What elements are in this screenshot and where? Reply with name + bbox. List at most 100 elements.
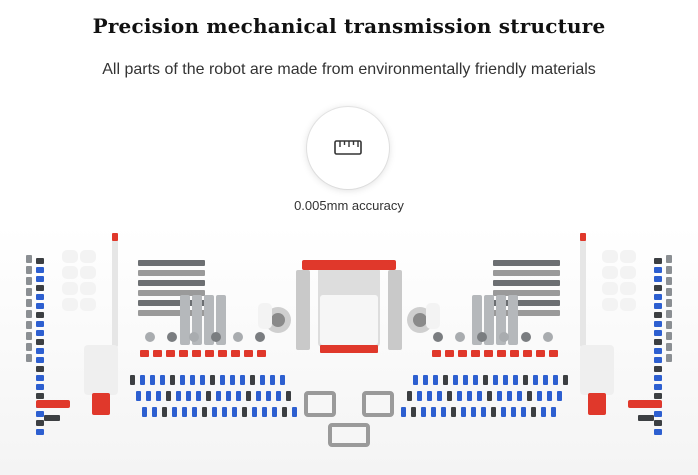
axle-pin bbox=[170, 375, 175, 385]
controller-base bbox=[320, 345, 378, 353]
connector-pin bbox=[666, 310, 672, 318]
red-connector bbox=[523, 350, 532, 357]
white-connector bbox=[80, 282, 96, 295]
connector-pin bbox=[666, 321, 672, 329]
white-connector bbox=[426, 303, 440, 329]
servo-unit bbox=[84, 345, 118, 395]
connector-pin bbox=[654, 384, 662, 390]
axle-pin bbox=[190, 375, 195, 385]
axle-pin bbox=[547, 391, 552, 401]
white-connector bbox=[602, 282, 618, 295]
connector-pin bbox=[654, 312, 662, 318]
connector-pin bbox=[26, 321, 32, 329]
axle-pin bbox=[146, 391, 151, 401]
axle-pin bbox=[553, 375, 558, 385]
foot-pin bbox=[44, 415, 60, 421]
axle-pin bbox=[431, 407, 436, 417]
connector-pin bbox=[36, 411, 44, 417]
axle-pin bbox=[152, 407, 157, 417]
connector-pin bbox=[654, 393, 662, 399]
axle-pin bbox=[533, 375, 538, 385]
white-connector bbox=[258, 303, 272, 329]
axle-pin bbox=[270, 375, 275, 385]
robot-parts-image bbox=[0, 225, 698, 475]
axle-pin bbox=[226, 391, 231, 401]
connector-pin bbox=[36, 375, 44, 381]
studded-beam bbox=[138, 260, 205, 266]
axle-pin bbox=[483, 375, 488, 385]
white-connector bbox=[62, 298, 78, 311]
axle-pin bbox=[531, 407, 536, 417]
gear bbox=[477, 332, 487, 342]
ruler-icon bbox=[334, 140, 362, 155]
gear bbox=[455, 332, 465, 342]
axle-pin bbox=[230, 375, 235, 385]
axle-pin bbox=[182, 407, 187, 417]
square-frame bbox=[362, 391, 394, 417]
connector-pin bbox=[26, 266, 32, 274]
connector-pin bbox=[26, 288, 32, 296]
axle-pin bbox=[503, 375, 508, 385]
axle-pin bbox=[176, 391, 181, 401]
white-connector bbox=[62, 250, 78, 263]
white-connector bbox=[80, 250, 96, 263]
white-connector bbox=[620, 282, 636, 295]
connector-pin bbox=[36, 348, 44, 354]
parts-illustration bbox=[26, 233, 672, 447]
red-connector bbox=[244, 350, 253, 357]
axle-pin bbox=[443, 375, 448, 385]
axle-pin bbox=[202, 407, 207, 417]
gear bbox=[189, 332, 199, 342]
axle-pin bbox=[236, 391, 241, 401]
connector-pin bbox=[666, 343, 672, 351]
connector-pin bbox=[36, 285, 44, 291]
connector-pin bbox=[654, 285, 662, 291]
axle-pin bbox=[196, 391, 201, 401]
servo-unit bbox=[580, 345, 614, 395]
axle-pin bbox=[212, 407, 217, 417]
axle-pin bbox=[527, 391, 532, 401]
white-connector bbox=[62, 266, 78, 279]
axle-pin bbox=[417, 391, 422, 401]
connector-pin bbox=[36, 420, 44, 426]
axle-pin bbox=[517, 391, 522, 401]
white-connector bbox=[620, 298, 636, 311]
frame-piece bbox=[484, 295, 494, 345]
axle-pin bbox=[252, 407, 257, 417]
red-connector bbox=[166, 350, 175, 357]
axle-pin bbox=[142, 407, 147, 417]
axle-pin bbox=[507, 391, 512, 401]
motor-hub bbox=[413, 313, 427, 327]
axle-pin bbox=[421, 407, 426, 417]
motor-hub bbox=[271, 313, 285, 327]
gear bbox=[543, 332, 553, 342]
red-connector bbox=[231, 350, 240, 357]
connector-pin bbox=[26, 354, 32, 362]
axle-pin bbox=[232, 407, 237, 417]
connector-pin bbox=[26, 255, 32, 263]
studded-beam bbox=[493, 260, 560, 266]
gear bbox=[167, 332, 177, 342]
connector-pin bbox=[36, 339, 44, 345]
gear bbox=[211, 332, 221, 342]
connector-pin bbox=[654, 294, 662, 300]
studded-beam bbox=[493, 290, 560, 296]
connector-pin bbox=[36, 267, 44, 273]
axle-pin bbox=[250, 375, 255, 385]
connector-pin bbox=[654, 411, 662, 417]
axle-pin bbox=[130, 375, 135, 385]
accuracy-label: 0.005mm accuracy bbox=[294, 198, 404, 213]
axle-pin bbox=[282, 407, 287, 417]
white-connector bbox=[620, 250, 636, 263]
axle-pin bbox=[491, 407, 496, 417]
connector-pin bbox=[36, 384, 44, 390]
frame-piece bbox=[204, 295, 214, 345]
connector-pin bbox=[36, 303, 44, 309]
connector-pin bbox=[36, 330, 44, 336]
axle-pin bbox=[200, 375, 205, 385]
foot-plate bbox=[628, 400, 662, 408]
white-connector bbox=[602, 250, 618, 263]
red-connector bbox=[257, 350, 266, 357]
connector-pin bbox=[654, 375, 662, 381]
page-title: Precision mechanical transmission struct… bbox=[92, 14, 606, 38]
